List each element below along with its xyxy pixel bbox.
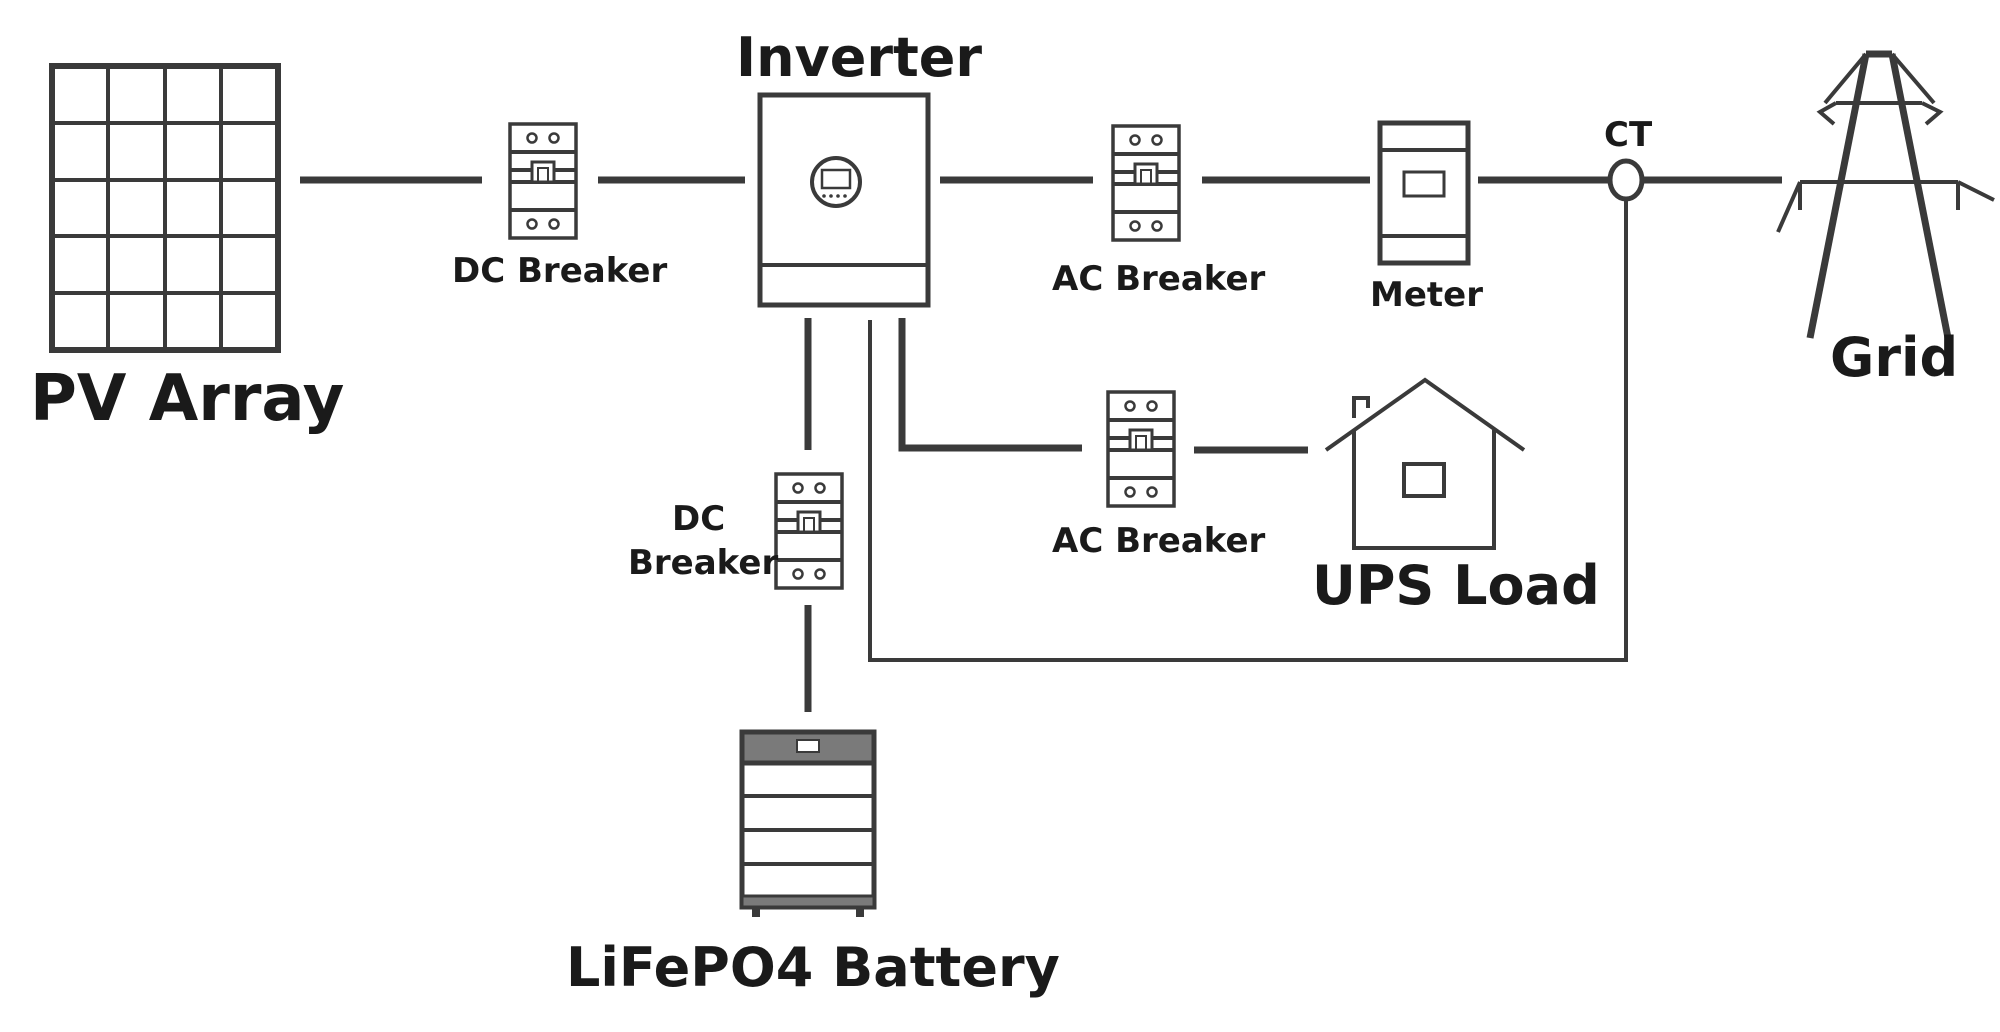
inverter-icon [757,92,931,308]
house-icon [1324,377,1526,550]
dc-breaker-battery-label-line2: Breaker [628,543,778,583]
dc-breaker-pv-icon [508,122,578,240]
ac-breaker-load-label: AC Breaker [1052,521,1266,561]
meter-icon [1377,120,1471,266]
wire-inverter-to-load-breaker [898,318,1082,452]
grid-tower-icon [1776,50,1995,339]
pv-array-icon [49,63,281,353]
ct-label: CT [1604,115,1653,155]
ac-breaker-grid-icon [1111,124,1181,242]
ac-breaker-load-icon [1106,390,1176,508]
ac-breaker-grid-label: AC Breaker [1052,259,1266,299]
ups-load-label: UPS Load [1312,554,1600,617]
grid-label: Grid [1830,326,1958,389]
dc-breaker-battery-label-line1: DC [672,499,725,539]
battery-label: LiFePO4 Battery [566,936,1060,999]
inverter-label: Inverter [736,26,982,89]
dc-breaker-battery-icon [774,472,844,590]
battery-icon [739,729,877,917]
pv-array-label: PV Array [30,362,344,436]
wire-ct-signal [868,199,1628,662]
ct-sensor-icon [1607,158,1645,202]
meter-label: Meter [1370,275,1483,315]
wiring [300,176,1782,712]
dc-breaker-pv-label: DC Breaker [452,251,667,291]
